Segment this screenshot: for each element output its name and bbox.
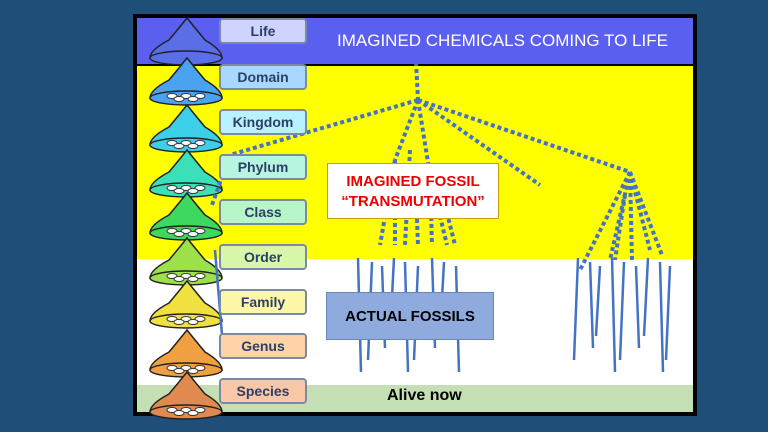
taxonomy-label-phylum: Phylum [219,154,307,180]
fossil-line-17 [664,265,672,361]
imagined-branch-13 [578,171,632,271]
cone-kingdom [149,103,223,153]
imagined-branch-4 [416,98,542,187]
imagined-fossil-line-1: IMAGINED FOSSIL [346,173,480,190]
taxonomy-label-order: Order [219,244,307,270]
fossil-line-15 [642,257,650,337]
fossil-line-14 [634,265,641,349]
alive-now-label: Alive now [387,387,462,404]
imagined-branch-5 [417,98,631,174]
fossil-line-9 [572,257,580,361]
imagined-branch-15 [613,194,627,261]
taxonomy-label-life: Life [219,18,307,44]
fossil-line-11 [594,265,602,337]
cone-domain [149,56,223,106]
fossil-line-12 [610,257,617,373]
imagined-branch-16 [628,171,634,261]
fossil-line-13 [618,261,626,361]
fossil-line-left [213,249,224,336]
taxonomy-label-family: Family [219,289,307,315]
cone-order [149,236,223,286]
imagined-branch-3 [416,99,432,176]
cone-family [149,279,223,329]
diagram-title: IMAGINED CHEMICALS COMING TO LIFE [337,31,668,50]
cone-genus [149,328,223,378]
taxonomy-label-genus: Genus [219,333,307,359]
imagined-branch-0 [414,61,420,101]
taxonomy-label-domain: Domain [219,64,307,90]
cone-species [149,370,223,420]
imagined-branch-2 [393,99,420,161]
actual-fossils-box: ACTUAL FOSSILS [326,292,494,340]
fossil-line-10 [588,261,595,349]
cone-class [149,191,223,241]
imagined-fossil-box: IMAGINED FOSSIL “TRANSMUTATION” [327,163,499,219]
cone-phylum [149,148,223,198]
taxonomy-label-species: Species [219,378,307,404]
taxonomy-label-class: Class [219,199,307,225]
cone-life [149,16,223,66]
imagined-fossil-line-2: “TRANSMUTATION” [341,193,485,210]
taxonomy-label-kingdom: Kingdom [219,109,307,135]
imagined-branch-18 [628,171,664,256]
imagined-branch-1 [229,98,419,157]
cone-stack [149,16,223,420]
fossil-line-16 [658,261,665,373]
